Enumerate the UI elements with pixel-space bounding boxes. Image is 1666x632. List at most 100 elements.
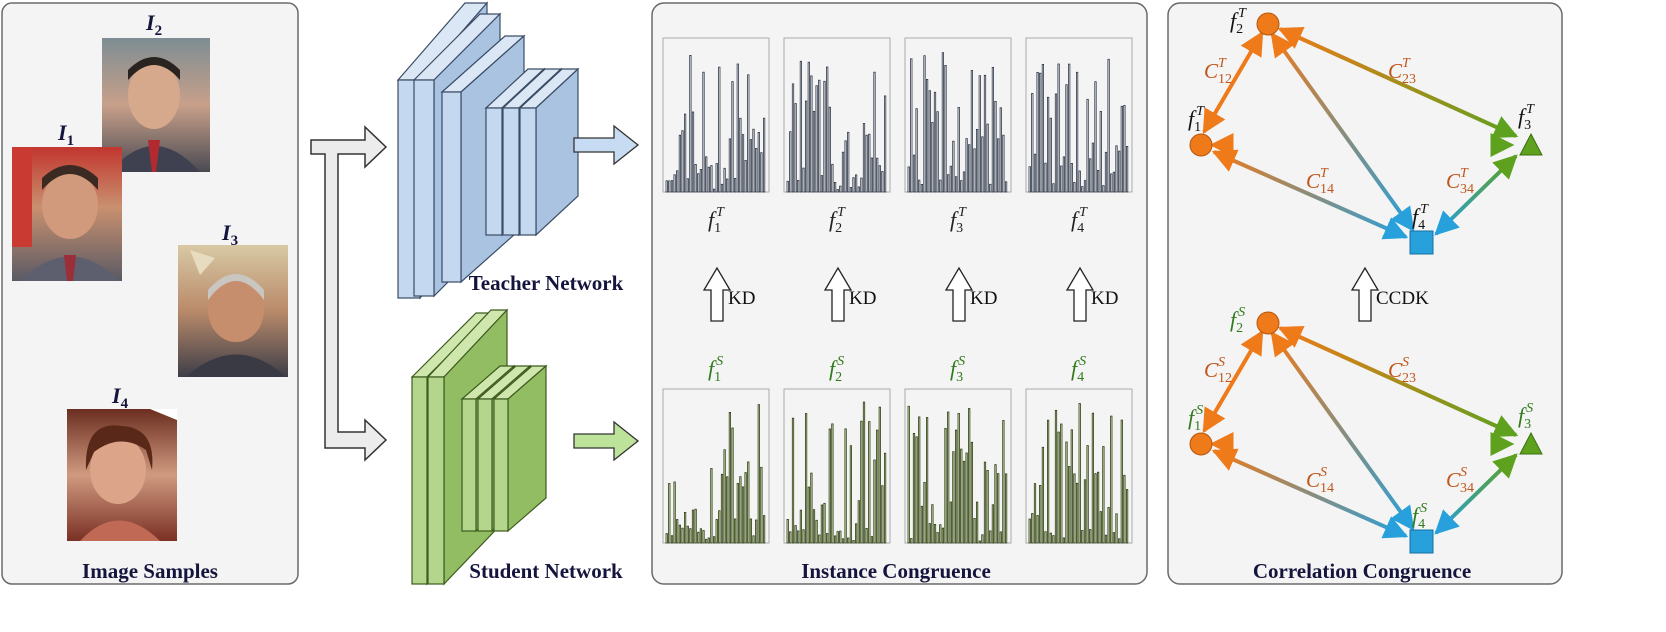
- student-output-arrow: [573, 420, 640, 462]
- teacher-histogram-bar: [836, 189, 839, 193]
- teacher-network: [396, 1, 580, 300]
- teacher-histogram-bar: [826, 66, 829, 193]
- teacher-histogram-bar: [805, 100, 808, 193]
- teacher-histogram-bar: [1057, 63, 1060, 193]
- student-histogram-bar: [752, 535, 755, 544]
- kd-arrow-4: KD: [1065, 266, 1118, 322]
- node-s-4: [1409, 529, 1434, 554]
- edge-label-s-12: C12S: [1204, 355, 1232, 386]
- edge-label-t-23: C23T: [1388, 56, 1416, 87]
- teacher-histogram-bar: [1081, 186, 1084, 193]
- student-histogram-bar: [1005, 473, 1008, 544]
- student-histogram-bar: [802, 529, 805, 544]
- student-histogram-bar: [991, 504, 995, 544]
- teacher-histogram-bar: [1123, 105, 1126, 193]
- student-histogram-bar: [1089, 529, 1092, 544]
- student-histogram-bar: [699, 528, 703, 544]
- teacher-histogram-bar: [818, 79, 821, 193]
- teacher-histogram-bar: [1005, 181, 1008, 193]
- teacher-histogram-bar: [715, 163, 718, 193]
- student-histogram-bar: [705, 538, 708, 544]
- student-histogram-bar: [1097, 471, 1100, 544]
- edge-label-t-12: C12T: [1204, 56, 1232, 87]
- student-histogram-bar: [1115, 513, 1118, 544]
- student-histogram-bar: [826, 533, 829, 544]
- ccdk-arrow: CCDK: [1350, 266, 1429, 322]
- student-histogram-bar: [968, 408, 971, 544]
- student-histogram-bar: [1078, 403, 1081, 544]
- node-s-2: [1256, 311, 1280, 335]
- student-histogram-bar: [791, 417, 795, 544]
- image-sample-1: [12, 147, 122, 281]
- student-histogram-bar: [686, 525, 689, 544]
- student-histogram-bar: [1094, 473, 1097, 544]
- student-histogram-bar: [744, 472, 747, 544]
- student-histogram-bar: [918, 416, 921, 544]
- node-label-s-2: f2S: [1230, 305, 1245, 336]
- teacher-histogram-bar: [884, 95, 887, 193]
- teacher-histogram-bar: [868, 133, 871, 193]
- student-histogram-bar: [1126, 489, 1129, 544]
- teacher-histogram-bar: [999, 107, 1002, 193]
- student-histogram-bar: [949, 501, 952, 544]
- teacher-histogram-bar: [797, 179, 800, 193]
- student-feature-labels: f1S f2S f3S f4S: [708, 354, 1086, 385]
- teacher-histogram-bar: [1036, 72, 1039, 193]
- student-histogram-bar: [986, 469, 989, 544]
- kd-label-4: KD: [1091, 288, 1118, 309]
- student-histogram-bar: [957, 412, 960, 544]
- teacher-histogram-bar: [828, 106, 831, 193]
- student-histogram-bar: [868, 421, 871, 544]
- teacher-histogram-bar: [933, 91, 937, 193]
- kd-arrows: KD KD KD KD: [702, 266, 1118, 322]
- kd-arrow-1: KD: [702, 266, 755, 322]
- student-histogram-bar: [1081, 530, 1084, 544]
- student-histogram-bar: [1039, 484, 1042, 544]
- teacher-histogram-bar: [702, 71, 705, 193]
- student-histogram-bar: [710, 468, 713, 544]
- node-label-t-3: f3T: [1518, 102, 1535, 133]
- edge-t-34: [1434, 154, 1518, 236]
- teacher-histogram-bar: [1002, 134, 1005, 193]
- teacher-histogram-bar: [936, 111, 939, 193]
- kd-arrow-2: KD: [823, 266, 876, 322]
- kd-arrow-3: KD: [944, 266, 997, 322]
- student-histogram-bar: [1047, 419, 1050, 544]
- image-label-1: I1: [57, 120, 74, 149]
- student-histogram-bar: [944, 427, 947, 544]
- student-histogram-1: [662, 388, 770, 544]
- student-histogram-bar: [818, 534, 821, 544]
- student-histogram-bar: [994, 464, 997, 544]
- student-histogram-bar: [952, 451, 955, 544]
- teacher-histogram-bar: [691, 111, 695, 193]
- teacher-histogram-bar: [1060, 165, 1063, 193]
- teacher-histogram-bar: [1028, 166, 1031, 193]
- student-histogram-bar: [681, 527, 684, 544]
- teacher-histogram-bar: [726, 178, 729, 193]
- node-label-s-1: f1S: [1188, 403, 1203, 434]
- teacher-histogram-bar: [789, 131, 792, 193]
- teacher-histogram-bar: [1102, 185, 1105, 193]
- teacher-histogram-bar: [957, 107, 960, 193]
- teacher-histogram-bar: [1039, 72, 1042, 193]
- student-histogram-bar: [691, 509, 695, 544]
- student-histogram-bar: [928, 523, 931, 544]
- student-histogram-bar: [718, 510, 721, 544]
- student-histogram-bar: [841, 538, 845, 544]
- student-histogram-bar: [668, 483, 671, 544]
- teacher-histogram-bar: [741, 134, 745, 193]
- teacher-histogram-bar: [763, 117, 766, 193]
- student-histogram-bar: [689, 528, 692, 544]
- student-histogram-bar: [999, 531, 1002, 544]
- student-histogram-bar: [828, 428, 831, 544]
- student-network: [410, 308, 548, 586]
- student-histogram-bar: [670, 535, 674, 544]
- image-label-2: I2: [145, 10, 162, 39]
- node-s-3: [1519, 431, 1543, 455]
- node-t-2: [1256, 12, 1280, 36]
- ccdk-label: CCDK: [1376, 288, 1429, 309]
- teacher-histogram-bar: [857, 186, 860, 193]
- teacher-histogram-bar: [831, 163, 834, 193]
- student-network-label: Student Network: [469, 559, 623, 583]
- teacher-histogram-bar: [665, 180, 668, 193]
